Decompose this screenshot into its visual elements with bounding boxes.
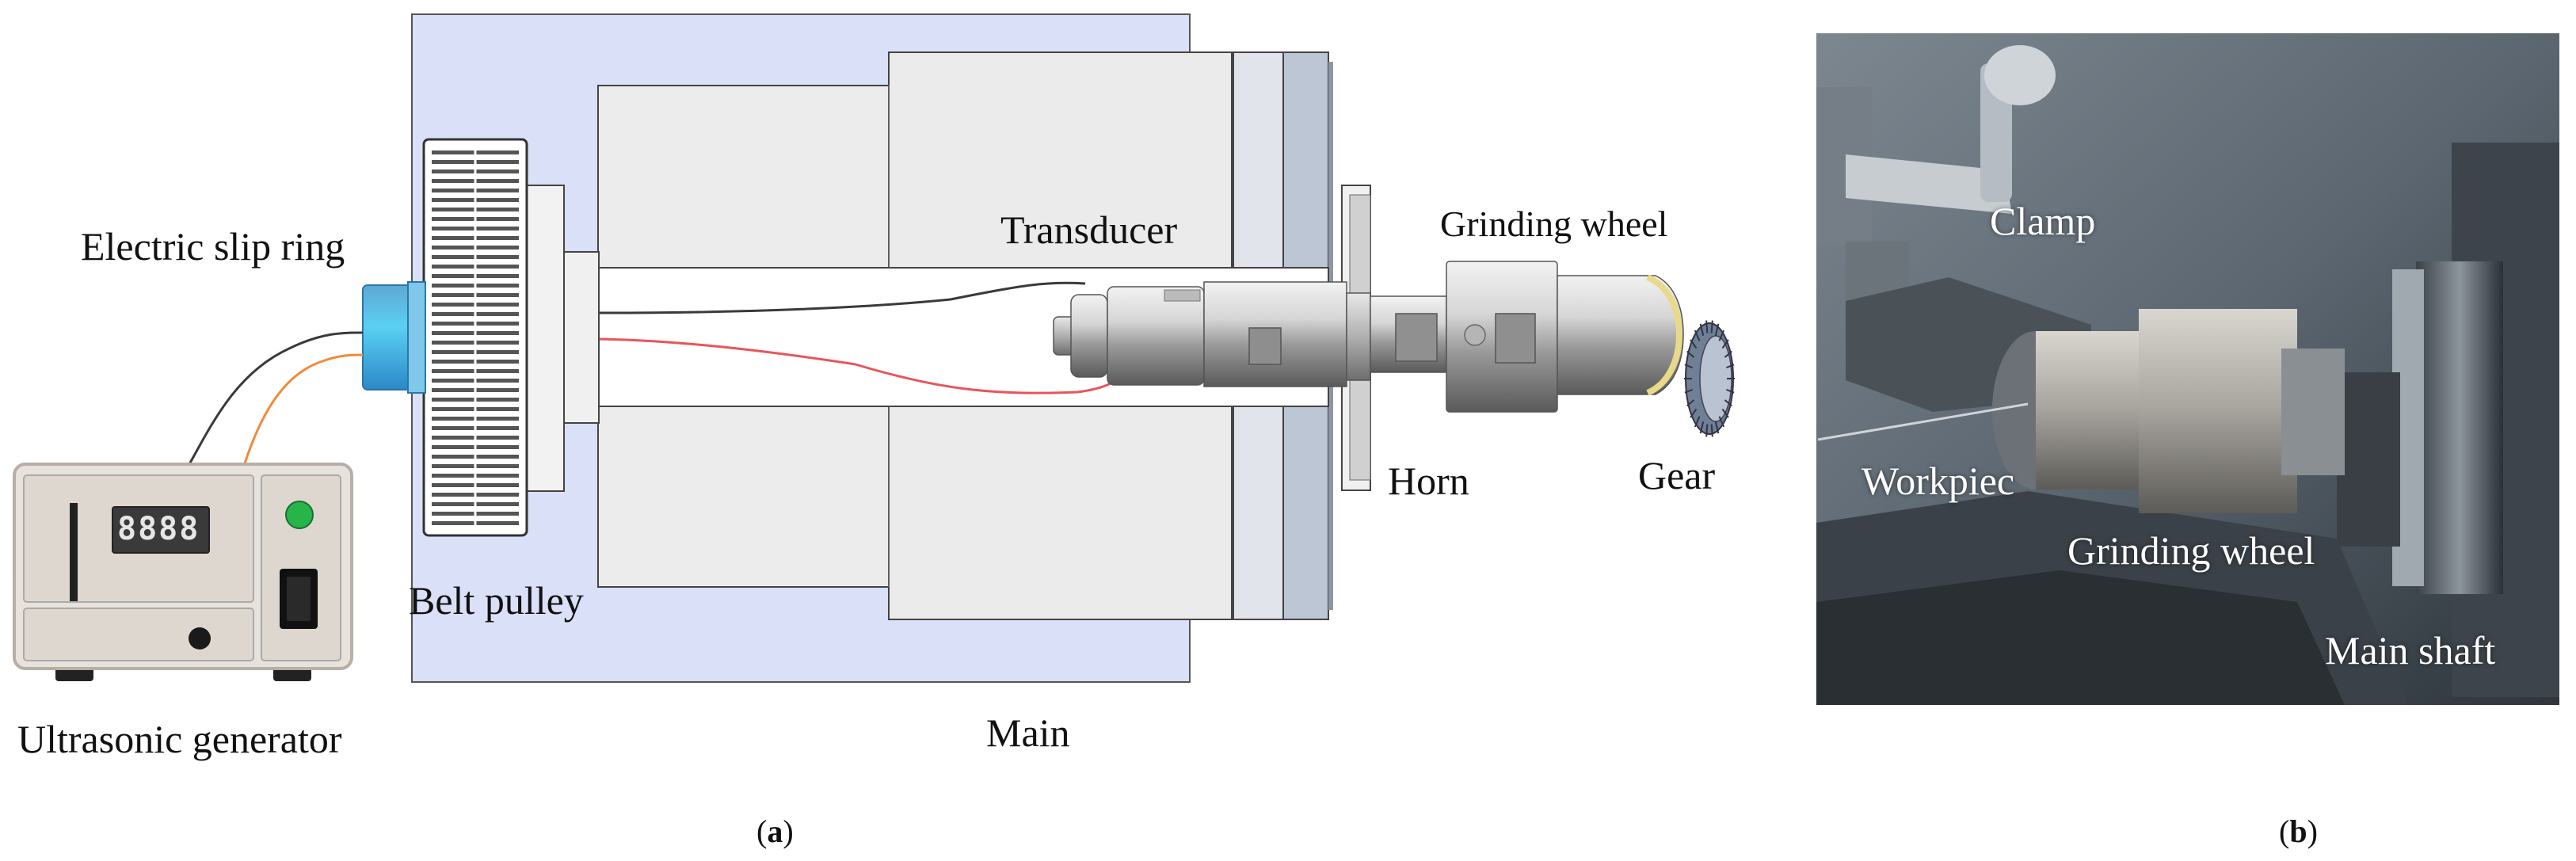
photo-panel — [1816, 33, 2559, 705]
belt-pulley — [422, 138, 600, 537]
label-grinding-wheel-a: Grinding wheel — [1440, 204, 1668, 244]
horn — [1370, 261, 1684, 413]
digital-display — [112, 506, 210, 554]
ultrasonic-generator — [13, 463, 353, 681]
label-transducer: Transducer — [1000, 208, 1178, 252]
wire-red-inner — [599, 337, 1126, 394]
caption-a-letter: a — [767, 813, 783, 849]
label-main: Main — [986, 711, 1070, 755]
label-ultrasonic-generator: Ultrasonic generator — [17, 717, 342, 761]
label-gear: Gear — [1638, 453, 1716, 497]
label-slip-ring: Electric slip ring — [81, 224, 345, 269]
caption-b-open: ( — [2279, 813, 2290, 849]
wire-orange-outer — [242, 353, 364, 467]
label-main-shaft: Main shaft — [2325, 628, 2496, 672]
caption-a: (a) — [756, 816, 794, 848]
caption-b-letter: b — [2289, 813, 2307, 849]
knob — [189, 627, 211, 650]
display-reading: 8888 — [117, 511, 200, 547]
caption-a-open: ( — [756, 813, 768, 849]
label-horn: Horn — [1388, 459, 1469, 503]
wire-black-inner — [599, 281, 1086, 314]
caption-b: (b) — [2279, 816, 2318, 848]
gear — [1684, 320, 1735, 437]
label-clamp: Clamp — [1990, 199, 2096, 243]
wire-black-outer — [187, 331, 364, 467]
label-grinding-wheel-b: Grinding wheel — [2067, 528, 2315, 573]
label-workpiece: Workpiec — [1862, 459, 2015, 503]
caption-a-close: ) — [783, 813, 794, 849]
power-led — [285, 501, 314, 529]
label-belt-pulley: Belt pulley — [409, 578, 584, 623]
caption-b-close: ) — [2307, 813, 2318, 849]
transducer — [1053, 281, 1371, 387]
